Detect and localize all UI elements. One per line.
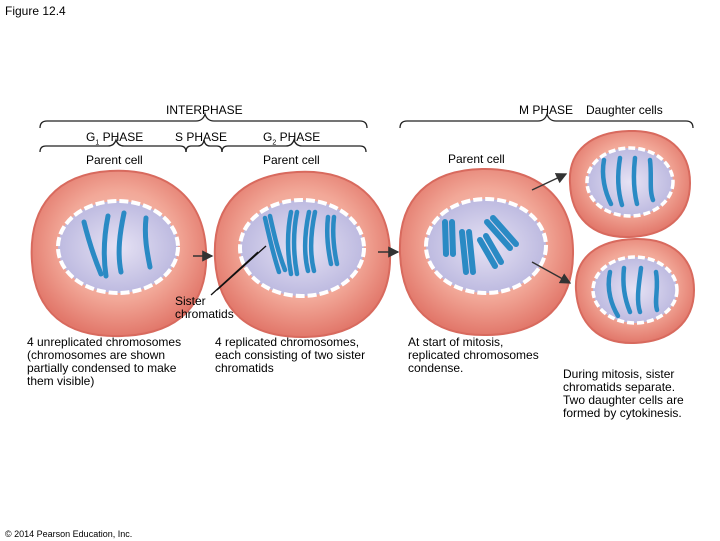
arrow-to-daughter-top: [531, 173, 568, 191]
s-brace: [185, 139, 223, 153]
parent-cell-g1: [30, 169, 208, 338]
g1-subscript: 1: [95, 139, 100, 147]
parent-cell-label-1: Parent cell: [86, 153, 143, 167]
g1-tail: PHASE: [99, 130, 144, 144]
figure-label: Figure 12.4: [5, 4, 66, 18]
caption-g1: 4 unreplicated chromosomes (chromosomes …: [27, 335, 182, 388]
daughter-chromosomes-top: [600, 155, 656, 208]
g2-brace: [221, 137, 367, 153]
chromosomes-condensed: [442, 215, 519, 275]
daughter-chromosomes-bottom: [606, 265, 660, 319]
interphase-brace: [39, 111, 368, 129]
parent-cell-label-3: Parent cell: [448, 152, 505, 166]
g2-tail: PHASE: [276, 130, 321, 144]
mphase-brace: [399, 111, 694, 129]
parent-cell-label-2: Parent cell: [263, 153, 320, 167]
arrow-to-daughter-bottom: [531, 261, 572, 284]
sister-chromatids-pointer: [210, 245, 267, 296]
daughter-cell-top: [568, 129, 692, 239]
interphase-label: INTERPHASE: [166, 103, 243, 117]
sister-chromatids-label: Sister chromatids: [175, 294, 234, 321]
caption-m: At start of mitosis, replicated chromoso…: [408, 335, 539, 375]
parent-cell-g2: [213, 170, 392, 339]
g1-phase-label: G1 PHASE: [86, 131, 143, 149]
copyright: © 2014 Pearson Education, Inc.: [5, 529, 133, 539]
m-phase-label: M PHASE: [519, 103, 574, 117]
chromosomes-replicated: [262, 209, 340, 277]
g2-subscript: 2: [272, 139, 277, 147]
g1-brace: [39, 137, 187, 153]
daughter-cells-label: Daughter cells: [586, 103, 663, 117]
parent-cell-m: [398, 167, 575, 337]
chromosomes-unreplicated: [81, 210, 153, 279]
s-phase-label: S PHASE: [175, 130, 228, 144]
caption-daughters: During mitosis, sister chromatids separa…: [563, 367, 684, 420]
g2-letter: G: [263, 130, 273, 144]
caption-g2: 4 replicated chromosomes, each consistin…: [215, 335, 366, 375]
g1-letter: G: [86, 130, 96, 144]
g2-phase-label: G2 PHASE: [263, 131, 320, 149]
daughter-cell-bottom: [574, 237, 696, 345]
